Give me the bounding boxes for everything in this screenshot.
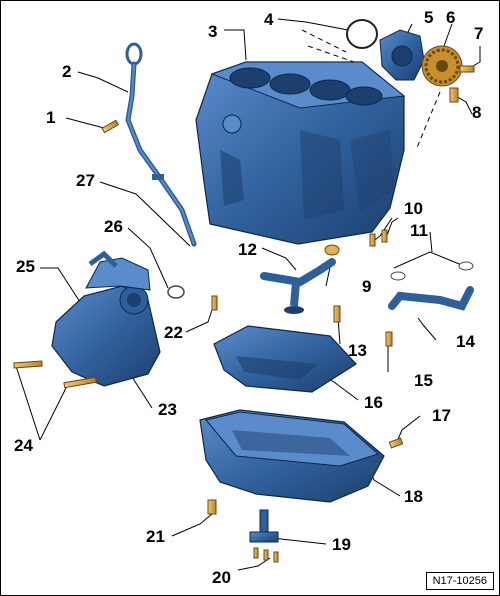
document-reference: N17-10256 [425,572,494,590]
callout-5: 5 [424,8,434,27]
oil-filter-housing [51,250,161,387]
callout-13: 13 [348,341,367,360]
callout-11: 11 [410,221,428,240]
callout-23: 23 [158,400,177,419]
callout-14: 14 [456,332,475,351]
callout-4: 4 [264,10,274,29]
callout-22: 22 [164,323,183,342]
callout-25: 25 [16,257,35,276]
return-pipe-bolt [385,331,393,347]
water-pump-housing [379,29,425,81]
callout-15: 15 [414,371,433,390]
oil-return-pipe [388,286,474,311]
callout-3: 3 [208,22,218,41]
callout-20: 20 [212,568,231,587]
cylinder-block [195,61,406,245]
callout-18: 18 [404,487,423,506]
callout-19: 19 [332,535,351,554]
callout-8: 8 [472,103,482,122]
sensor-bolt-b [263,549,269,561]
leader-lines [15,18,481,571]
pickup-bolt [333,305,341,323]
callout-26: 26 [104,217,123,236]
callout-16: 16 [364,393,383,412]
sensor-bolt-a [253,547,259,559]
callout-24: 24 [14,436,33,455]
o-ring-seal [346,19,378,49]
callout-12: 12 [238,240,257,259]
sensor-bolt-c [273,551,279,563]
callout-10: 10 [404,199,423,218]
return-line-seal-a [390,271,406,281]
block-bolt-b [381,229,388,243]
dipstick-bolt [101,119,120,134]
oil-baffle-plate [213,325,357,393]
drive-sprocket [421,45,463,87]
baffle-bolt [211,295,218,311]
oil-pickup-tube [260,258,336,314]
return-line-seal-b [458,261,474,271]
callout-2: 2 [62,62,72,81]
drain-plug [207,499,217,515]
filter-housing-bolt [13,360,43,369]
callout-21: 21 [146,527,165,546]
filter-housing-seal [167,285,185,299]
sprocket-bolt [449,87,459,103]
callout-27: 27 [76,171,95,190]
callout-7: 7 [474,24,484,43]
block-bolt-a [369,233,376,247]
pump-bolt [459,65,475,73]
dipstick-and-guide-tube [125,42,197,247]
oil-pan [199,409,385,503]
pickup-seal [324,244,340,256]
callout-6: 6 [446,8,456,27]
callout-1: 1 [46,108,56,127]
oil-pan-bolt [388,437,404,449]
filter-housing-bolt-2 [63,376,97,389]
callout-17: 17 [432,406,451,425]
oil-level-sensor [249,509,279,543]
callout-9: 9 [362,277,372,296]
